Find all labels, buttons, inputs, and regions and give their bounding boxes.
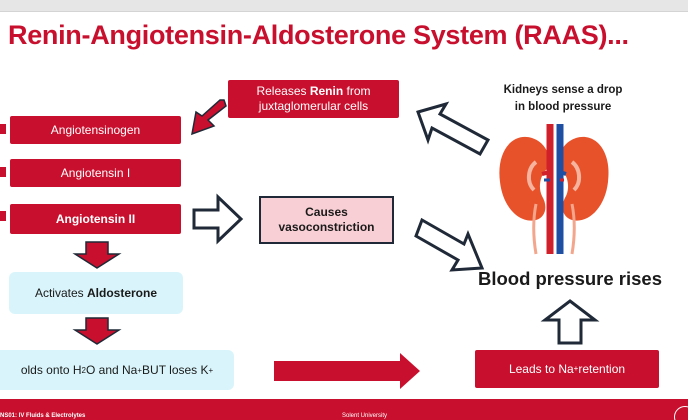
right-kidney-icon (558, 136, 609, 221)
angiotensin-2-box: Angiotensin II (10, 204, 181, 234)
releases-renin-line1: Releases Renin from (256, 84, 371, 98)
releases-renin-box: Releases Renin from juxtaglomerular cell… (228, 80, 399, 118)
angiotensinogen-box: Angiotensinogen (10, 116, 181, 144)
red-down-arrow-icon (72, 317, 122, 345)
hollow-arrow-icon (416, 101, 491, 157)
left-kidney-icon (499, 136, 550, 221)
top-toolbar-strip (0, 0, 688, 12)
angiotensin-2-marker (0, 211, 6, 221)
kidney-caption: Kidneys sense a drop in blood pressure (488, 82, 638, 115)
kidney-caption-line1: Kidneys sense a drop (503, 84, 623, 96)
footer-university: Solent University (342, 413, 388, 419)
releases-renin-line2: juxtaglomerular cells (258, 99, 369, 113)
aldosterone-box: Activates Aldosterone (9, 272, 183, 314)
hollow-arrow-icon (414, 217, 485, 272)
kidney-caption-line2: in blood pressure (514, 100, 612, 113)
bp-rises-label: Blood pressure rises (477, 268, 663, 289)
slide-title: Renin-Angiotensin-Aldosterone System (RA… (8, 20, 629, 50)
red-arrow-icon (191, 99, 227, 136)
red-down-arrow-icon (72, 241, 122, 269)
vasoconstriction-line2: vasoconstriction (278, 220, 375, 234)
angiotensin-1-marker (0, 167, 6, 177)
kidney-illustration (499, 124, 609, 255)
slide-footer: NS01: IV Fluids & Electrolytes Solent Un… (0, 399, 688, 420)
hollow-arrow-icon (192, 193, 244, 245)
footer-logo-icon (674, 406, 688, 420)
sodium-retention-box: Leads to Na+ retention (475, 350, 659, 388)
vasoconstriction-line1: Causes (305, 205, 348, 219)
angiotensinogen-marker (0, 124, 6, 134)
footer-course: NS01: IV Fluids & Electrolytes (0, 413, 86, 419)
hollow-arrow-up-icon (540, 299, 600, 345)
angiotensin-1-box: Angiotensin I (10, 159, 181, 187)
vasoconstriction-box: Causes vasoconstriction (259, 196, 394, 244)
red-right-arrow-icon (274, 353, 420, 389)
